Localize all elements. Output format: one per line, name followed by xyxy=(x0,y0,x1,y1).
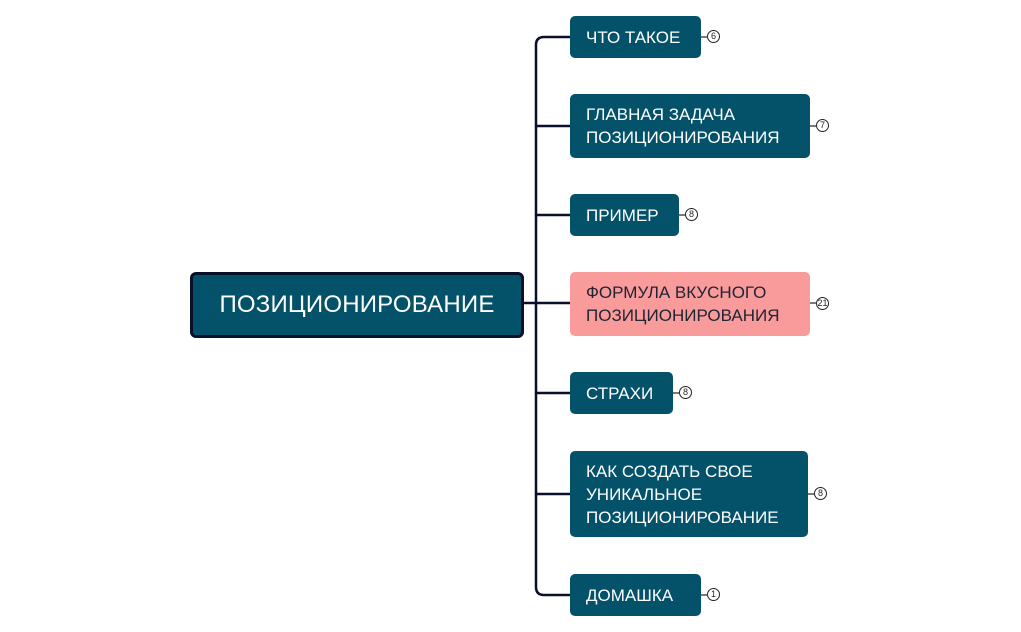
branch-node-label: ДОМАШКА xyxy=(586,585,674,605)
branch-node-label: СТРАХИ xyxy=(586,383,654,403)
root-node[interactable]: ПОЗИЦИОНИРОВАНИЕ xyxy=(190,272,524,338)
count-badge[interactable]: 8 xyxy=(685,208,698,221)
branch-node-fears[interactable]: СТРАХИ xyxy=(570,372,673,414)
branch-node-example[interactable]: ПРИМЕР xyxy=(570,194,679,236)
branch-node-label: ЧТО ТАКОЕ xyxy=(586,27,681,47)
count-badge[interactable]: 6 xyxy=(707,30,720,43)
count-badge[interactable]: 7 xyxy=(816,119,829,132)
count-badge[interactable]: 21 xyxy=(816,297,829,310)
branch-node-formula[interactable]: ФОРМУЛА ВКУСНОГО ПОЗИЦИОНИРОВАНИЯ xyxy=(570,272,810,336)
root-node-label: ПОЗИЦИОНИРОВАНИЕ xyxy=(219,291,495,318)
branch-node-label: КАК СОЗДАТЬ СВОЕ УНИКАЛЬНОЕ ПОЗИЦИОНИРОВ… xyxy=(586,461,779,527)
branch-node-what-is[interactable]: ЧТО ТАКОЕ xyxy=(570,16,701,58)
branch-node-label: ГЛАВНАЯ ЗАДАЧА ПОЗИЦИОНИРОВАНИЯ xyxy=(586,105,780,147)
branch-node-main-task[interactable]: ГЛАВНАЯ ЗАДАЧА ПОЗИЦИОНИРОВАНИЯ xyxy=(570,94,810,158)
count-badge[interactable]: 8 xyxy=(679,386,692,399)
connector-trunk xyxy=(534,35,572,597)
branch-node-homework[interactable]: ДОМАШКА xyxy=(570,574,701,616)
branch-node-label: ПРИМЕР xyxy=(586,205,659,225)
branch-node-label: ФОРМУЛА ВКУСНОГО ПОЗИЦИОНИРОВАНИЯ xyxy=(586,283,780,325)
count-badge[interactable]: 1 xyxy=(707,588,720,601)
branch-node-create-unique[interactable]: КАК СОЗДАТЬ СВОЕ УНИКАЛЬНОЕ ПОЗИЦИОНИРОВ… xyxy=(570,451,808,537)
count-badge[interactable]: 8 xyxy=(814,487,827,500)
